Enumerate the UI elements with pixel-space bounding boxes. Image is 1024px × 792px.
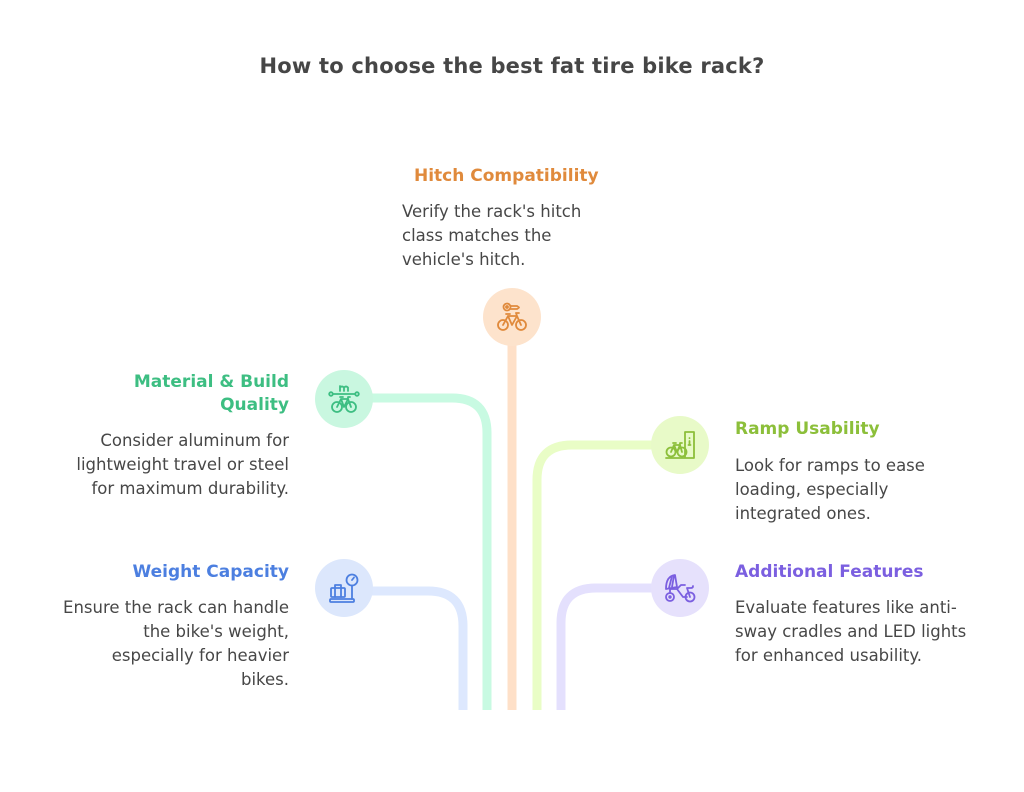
rickshaw-bike-icon [665,574,696,603]
description-hitch-compatibility: Verify the rack's hitch class matches th… [402,202,582,269]
connector-weight [370,586,468,710]
connector-ramp [532,440,655,710]
heading-additional-features: Additional Features [735,562,924,582]
heading-material-line2: Quality [220,395,289,415]
heading-material-line1: Material & Build [133,372,289,392]
hitch-icon-circle [483,288,541,346]
bike-measure-icon [328,385,360,413]
ramp-icon-circle [651,416,709,474]
luggage-scale-icon [329,573,359,603]
diagram-title: How to choose the best fat tire bike rac… [259,54,765,78]
description-weight-capacity: Ensure the rack can handle the bike's we… [63,598,289,689]
weight-icon-circle [315,559,373,617]
heading-material-build-quality: Material & Build Quality [60,371,289,417]
description-ramp-usability: Look for ramps to ease loading, especial… [735,456,925,523]
description-material-build-quality: Consider aluminum for lightweight travel… [76,431,289,498]
description-additional-features: Evaluate features like anti-sway cradles… [735,598,967,665]
heading-hitch-compatibility: Hitch Compatibility [414,166,599,186]
heading-ramp-usability: Ramp Usability [735,419,880,439]
features-icon-circle [651,559,709,617]
connector-material [370,393,492,710]
connector-features [556,583,655,710]
material-icon-circle [315,370,373,428]
bike-info-icon [665,431,695,459]
hitch-bike-icon [497,302,527,331]
heading-weight-capacity: Weight Capacity [132,562,289,582]
